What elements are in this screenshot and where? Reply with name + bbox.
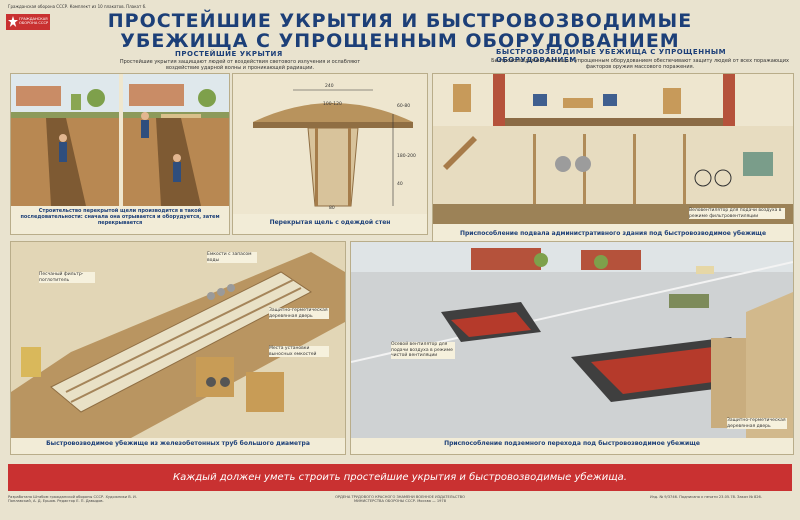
- page-title-line2: УБЕЖИЩА С УПРОЩЕННЫМ ОБОРУДОВАНИЕМ: [120, 30, 680, 52]
- label-pipe-door: Защитно-герметическая деревянная дверь: [269, 308, 329, 319]
- trench-illustration: [11, 74, 229, 206]
- civil-defense-logo: ГРАЖДАНСКАЯ ОБОРОНА СССР: [6, 14, 50, 30]
- footer-right: Изд. № 9/3746. Подписано к печати 23.05.…: [650, 495, 762, 499]
- series-note: Гражданская оборона СССР. Комплект из 10…: [8, 4, 147, 9]
- panel-basement-shelter: Веловентилятор для подачи воздуха в режи…: [432, 73, 794, 243]
- dim-step: 40: [397, 182, 403, 187]
- dim-inner: 100-120: [323, 102, 342, 107]
- panel-pipe-shelter: Песчаный фильтр-поглотитель Емкости с за…: [10, 241, 346, 455]
- dim-top: 240: [325, 84, 334, 89]
- underpass-illustration: [351, 242, 793, 438]
- dim-depth: 180-200: [397, 154, 416, 159]
- panel-underpass-shelter: Осевой вентилятор для подачи воздуха в р…: [350, 241, 794, 455]
- dim-bottom: 80: [329, 206, 335, 211]
- basement-illustration: [433, 74, 793, 224]
- page-title-line1: ПРОСТЕЙШИЕ УКРЫТИЯ И БЫСТРОВОЗВОДИМЫЕ: [107, 10, 693, 32]
- caption-trench: Строительство перекрытой щели производит…: [20, 208, 220, 226]
- covered-slit-illustration: [233, 74, 427, 214]
- left-subtitle: ПРОСТЕЙШИЕ УКРЫТИЯ: [175, 50, 283, 58]
- panel-trench-construction: Строительство перекрытой щели производит…: [10, 73, 230, 235]
- label-bicycle-ventilator: Веловентилятор для подачи воздуха в режи…: [689, 208, 785, 219]
- caption-underpass: Приспособление подземного перехода под б…: [444, 440, 700, 447]
- logo-text: ГРАЖДАНСКАЯ ОБОРОНА СССР: [19, 17, 49, 26]
- right-description: Быстровозводимые убежища с упрощенным об…: [491, 58, 789, 70]
- left-description: Простейшие укрытия защищают людей от воз…: [119, 59, 361, 71]
- star-icon: [8, 16, 18, 27]
- label-underpass-door: Защитно-герметическая деревянная дверь: [727, 418, 787, 429]
- label-sand-filter: Песчаный фильтр-поглотитель: [39, 272, 95, 283]
- dim-side: 60-80: [397, 104, 411, 109]
- panel-covered-slit: 240 100-120 60-80 180-200 40 80 Перекрыт…: [232, 73, 428, 235]
- caption-pipe-shelter: Быстровозводимое убежище из железобетонн…: [46, 440, 310, 447]
- slogan-banner: Каждый должен уметь строить простейшие у…: [8, 464, 792, 491]
- footer-left: Разработано Штабом гражданской обороны С…: [8, 495, 137, 504]
- label-axial-fan: Осевой вентилятор для подачи воздуха в р…: [391, 342, 455, 359]
- caption-covered-slit: Перекрытая щель с одеждой стен: [269, 219, 391, 226]
- caption-basement: Приспособление подвала административного…: [459, 230, 767, 237]
- right-subtitle: БЫСТРОВОЗВОДИМЫЕ УБЕЖИЩА С УПРОЩЕННЫМ ОБ…: [496, 48, 727, 64]
- footer-center: ОРДЕНА ТРУДОВОГО КРАСНОГО ЗНАМЕНИ ВОЕННО…: [335, 495, 465, 504]
- label-water-tanks: Емкости с запасом воды: [207, 252, 257, 263]
- label-tank-places: Места установки выносных емкостей: [269, 346, 329, 357]
